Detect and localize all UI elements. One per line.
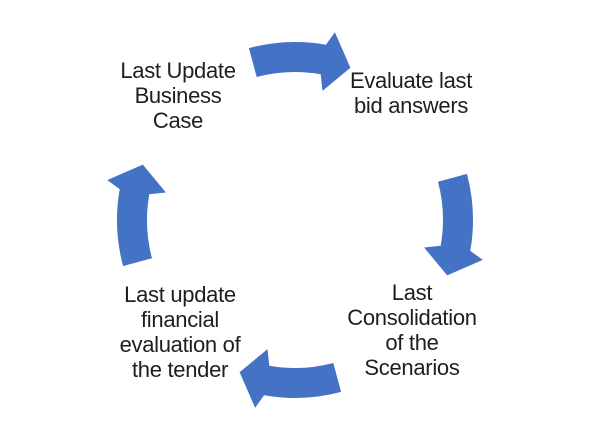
step-label-update-business-case: Last Update Business Case: [120, 58, 236, 133]
step-label-financial-evaluation: Last update financial evaluation of the …: [119, 282, 241, 382]
step-label-consolidation-scenarios: Last Consolidation of the Scenarios: [347, 280, 477, 380]
cycle-arrow-right-icon: [424, 173, 483, 276]
step-label-evaluate-bid-answers: Evaluate last bid answers: [349, 68, 473, 118]
cycle-arrow-left-icon: [107, 164, 166, 267]
